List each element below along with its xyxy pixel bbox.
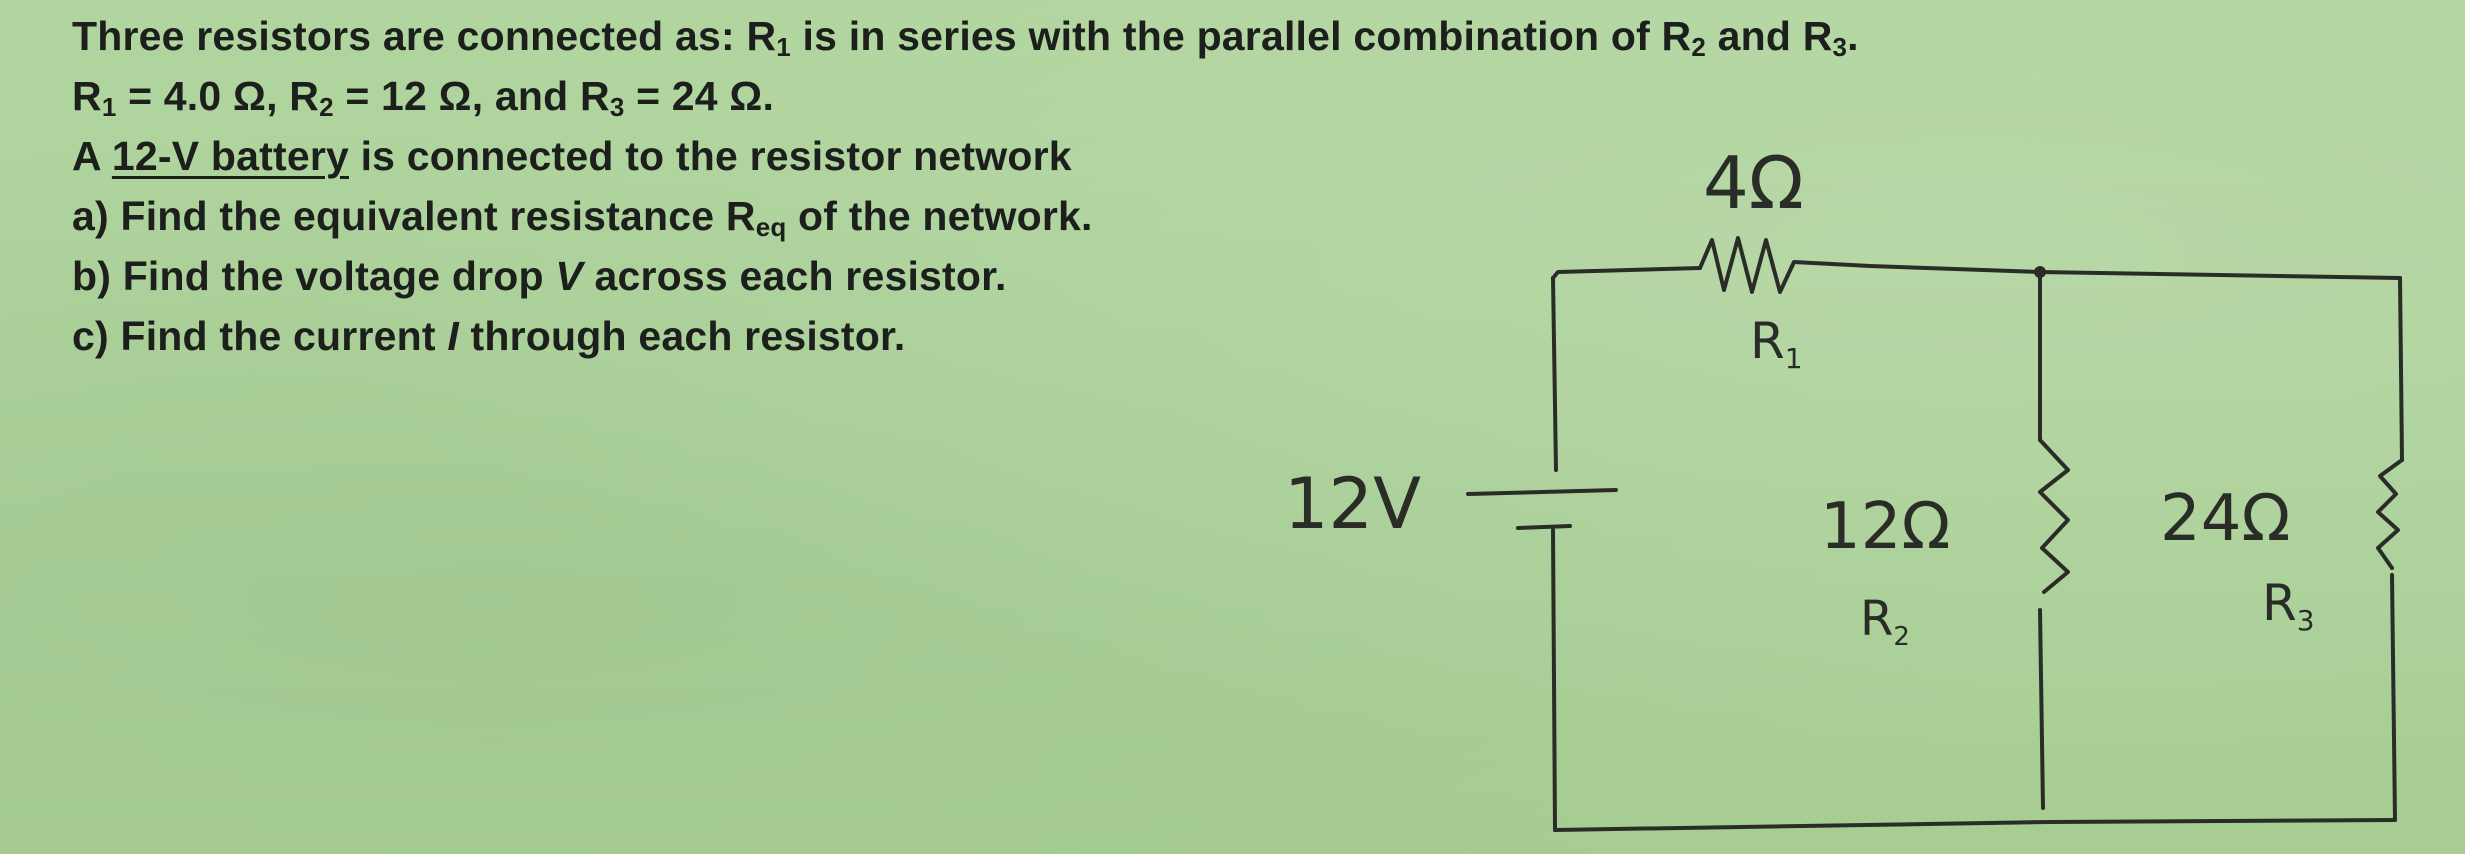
- battery-text-b: is connected to the resistor network: [349, 133, 1072, 179]
- battery-voltage-label: 12V: [1284, 463, 1421, 545]
- r2-name-label: R2: [1860, 591, 1910, 652]
- r3-value-label: 24Ω: [2160, 482, 2290, 556]
- values-r3-val: = 24 Ω.: [624, 73, 775, 119]
- part-b-suffix: across each resistor.: [582, 253, 1007, 299]
- values-r1: R: [72, 73, 102, 119]
- values-r3-sub: 3: [609, 92, 625, 122]
- problem-part-c: c) Find the current I through each resis…: [72, 306, 2172, 366]
- part-c-prefix: c) Find the current: [72, 313, 448, 359]
- values-r2-sub: 2: [319, 92, 334, 122]
- intro-text-b: is in series with the parallel combinati…: [790, 13, 1692, 59]
- r1-name-label: R1: [1750, 312, 1803, 375]
- wire-r3-bottom: [2390, 573, 2397, 822]
- part-a-suffix: of the network.: [786, 193, 1093, 239]
- battery-text-a: A: [72, 133, 112, 179]
- r2-zigzag: [2038, 438, 2070, 594]
- part-b-var: V: [555, 253, 583, 299]
- intro-text-d: .: [1847, 13, 1859, 59]
- r3-zigzag: [2376, 458, 2404, 570]
- r1-value-label: 4Ω: [1703, 141, 1804, 225]
- values-r1-sub: 1: [101, 92, 117, 122]
- problem-battery-line: A 12-V battery is connected to the resis…: [72, 126, 2172, 186]
- part-a-prefix: a) Find the equivalent resistance R: [72, 193, 756, 239]
- part-c-var: I: [447, 313, 459, 359]
- intro-sub-1: 1: [776, 32, 791, 62]
- wire-left-upper: [1551, 276, 1558, 472]
- problem-intro-line: Three resistors are connected as: R1 is …: [72, 6, 2172, 66]
- problem-statement: Three resistors are connected as: R1 is …: [72, 6, 2172, 366]
- part-b-prefix: b) Find the voltage drop: [72, 253, 556, 299]
- battery-short-plate: [1516, 524, 1572, 530]
- intro-sub-2: 2: [1691, 32, 1707, 62]
- wire-left-lower: [1551, 528, 1557, 832]
- intro-text-c: and R: [1706, 13, 1833, 59]
- wire-top-right: [2038, 270, 2402, 280]
- intro-text-a: Three resistors are connected as: R: [72, 13, 777, 59]
- r2-value-label: 12Ω: [1820, 490, 1950, 564]
- problem-part-a: a) Find the equivalent resistance Req of…: [72, 186, 2172, 246]
- wire-bottom: [1553, 818, 2397, 832]
- r1-name-sub: 1: [1785, 342, 1803, 375]
- wire-r2-bottom: [2038, 608, 2045, 810]
- intro-sub-3: 3: [1832, 32, 1848, 62]
- wire-r3-top: [2398, 276, 2404, 462]
- part-c-suffix: through each resistor.: [458, 313, 906, 359]
- wire-top-left: [1551, 266, 1702, 280]
- problem-values-line: R1 = 4.0 Ω, R2 = 12 Ω, and R3 = 24 Ω.: [72, 66, 2172, 126]
- r3-name-label: R3: [2262, 574, 2315, 637]
- values-r1-val: = 4.0 Ω, R: [116, 73, 320, 119]
- r1-zigzag: [1698, 236, 2042, 294]
- r2-name-main: R: [1860, 591, 1893, 647]
- r1-name-main: R: [1750, 312, 1785, 370]
- part-a-sub: eq: [755, 212, 787, 242]
- battery-underlined-text: 12-V battery: [111, 133, 349, 179]
- r2-name-sub: 2: [1893, 622, 1910, 652]
- values-r2-val: = 12 Ω, and R: [333, 73, 610, 119]
- problem-part-b: b) Find the voltage drop V across each r…: [72, 246, 2172, 306]
- r3-name-main: R: [2262, 574, 2297, 632]
- r3-name-sub: 3: [2297, 604, 2315, 637]
- battery-long-plate: [1466, 488, 1618, 496]
